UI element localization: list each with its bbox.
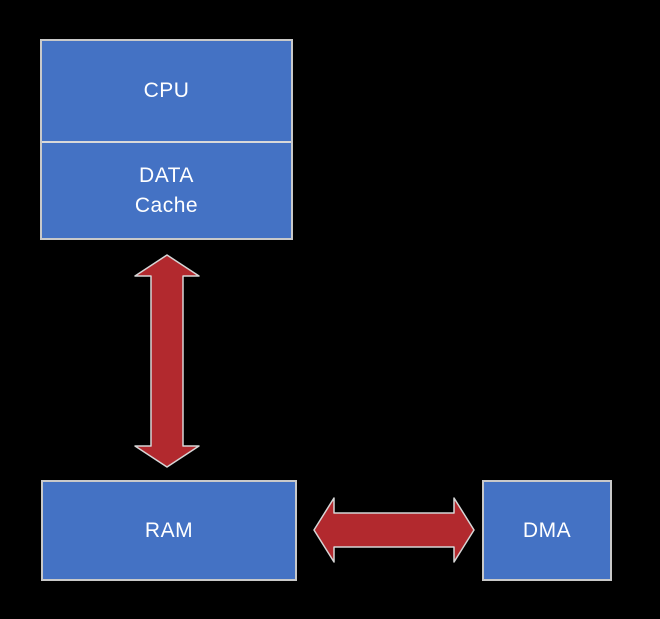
cpu-label: CPU — [143, 79, 190, 102]
dma-label: DMA — [522, 518, 572, 542]
dma-node: DMA — [482, 480, 612, 581]
data-cache-label-line1: DATA — [139, 163, 194, 187]
ram-dma-bidirectional-arrow — [313, 497, 475, 563]
cpu-ram-bidirectional-arrow — [134, 254, 200, 468]
data-cache-label-line2: Cache — [134, 193, 199, 217]
double-arrow-horizontal-shape — [313, 497, 475, 563]
cpu-section: CPU — [42, 41, 291, 143]
data-cache-label: DATA Cache — [135, 161, 198, 221]
ram-node: RAM — [41, 480, 297, 581]
data-cache-section: DATA Cache — [42, 143, 291, 238]
cpu-cache-node: CPU DATA Cache — [40, 39, 293, 240]
ram-label: RAM — [144, 518, 194, 542]
double-arrow-vertical-shape — [134, 254, 200, 468]
